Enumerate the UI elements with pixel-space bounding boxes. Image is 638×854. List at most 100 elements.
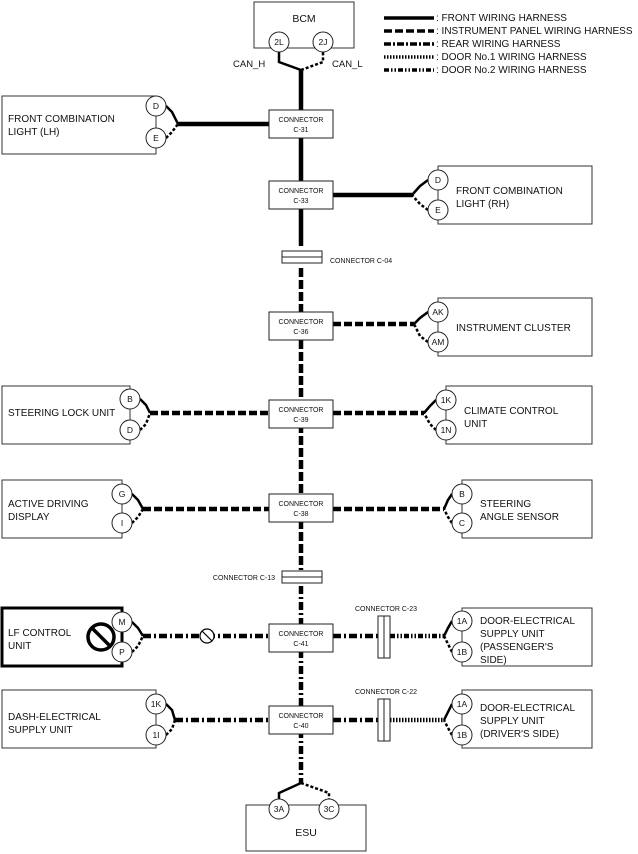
esu-title: ESU [295,827,317,839]
steer-angle-pin1-label: B [459,489,465,499]
steer-angle-pin2-label: C [459,518,465,528]
fcl-lh-pin2-label: E [153,133,159,143]
dash-supply-line2: SUPPLY UNIT [8,725,73,736]
inline-not-equipped-icon [199,628,215,644]
module-dash-supply: DASH-ELECTRICAL SUPPLY UNIT 1K 1I [1,689,177,749]
esu-pin-a-label: 3A [274,804,285,814]
fcl-rh-pin2-label: E [435,205,441,215]
fcl-lh-pin1 [145,95,167,117]
cluster-pin2-label: AM [432,337,445,347]
steer-lock-pin2-label: D [127,425,133,435]
active-display-pin1 [111,483,133,505]
dash-supply-line1: DASH-ELECTRICAL [8,712,101,723]
fcl-lh-line2: LIGHT (LH) [8,127,60,138]
lf-control-pin2-label: P [119,647,125,657]
fcl-rh-line2: LIGHT (RH) [456,199,509,210]
module-fcl-lh: FRONT COMBINATION LIGHT (LH) D E [1,95,180,155]
c36-line1: CONNECTOR [279,319,324,326]
door-pass-line1: DOOR-ELECTRICAL [480,616,575,627]
legend-door1-label: : DOOR No.1 WIRING HARNESS [436,52,587,63]
climate-line2: UNIT [464,419,487,430]
esu-pin-b-wire [300,781,331,801]
fcl-rh-line1: FRONT COMBINATION [456,186,563,197]
bcm-can-l-wire [300,52,325,72]
bcm-can-h-wire [277,52,302,72]
fcl-rh-pin1-label: D [435,175,441,185]
steer-angle-line2: ANGLE SENSOR [480,512,559,523]
c38-line1: CONNECTOR [279,501,324,508]
c23-label: CONNECTOR C-23 [355,606,417,613]
steer-angle-pin1 [451,483,473,505]
door-driver-line3: (DRIVER'S SIDE) [480,729,559,740]
climate-line1: CLIMATE CONTROL [464,406,559,417]
legend-instrument-label: : INSTRUMENT PANEL WIRING HARNESS [436,26,633,37]
door-pass-pin1-label: 1A [457,616,468,626]
module-lf-control: LF CONTROL UNIT M P [0,606,215,668]
c33-line2: C-33 [293,198,308,205]
legend-door2-label: : DOOR No.2 WIRING HARNESS [436,65,587,76]
c38-line2: C-38 [293,511,308,518]
esu-pin-b-label: 3C [324,804,335,814]
door-pass-line4: SIDE) [480,655,507,666]
module-door-pass: DOOR-ELECTRICAL SUPPLY UNIT (PASSENGER'S… [442,607,593,667]
bcm-title: BCM [292,13,315,25]
bcm-pin-can-l-label: 2J [319,37,328,47]
bcm-pin-can-h-label: 2L [274,37,284,47]
door-driver-line1: DOOR-ELECTRICAL [480,703,575,714]
bcm-pin-can-h [268,31,290,53]
module-fcl-rh: FRONT COMBINATION LIGHT (RH) D E [411,165,593,225]
connector-c36: CONNECTOR C-36 [268,311,334,341]
climate-pin1-label: 1K [441,395,452,405]
module-steer-angle: STEERING ANGLE SENSOR B C [442,479,593,539]
legend-front-label: : FRONT WIRING HARNESS [436,13,567,24]
active-display-line1: ACTIVE DRIVING [8,499,89,510]
esu-pin-b [318,798,340,820]
lf-control-line1: LF CONTROL [8,628,72,639]
door-driver-pin1 [451,693,473,715]
connector-c22: CONNECTOR C-22 [355,689,417,742]
c36-line2: C-36 [293,329,308,336]
fcl-lh-line1: FRONT COMBINATION [8,114,115,125]
cluster-pin1 [427,301,449,323]
c33-line1: CONNECTOR [279,188,324,195]
c31-line2: C-31 [293,127,308,134]
legend-rear-label: : REAR WIRING HARNESS [436,39,561,50]
c04-label: CONNECTOR C-04 [330,258,392,265]
dash-supply-pin2-label: 1I [152,730,159,740]
module-climate: CLIMATE CONTROL UNIT 1K 1N [422,385,593,445]
module-active-display: ACTIVE DRIVING DISPLAY G I [1,479,145,539]
steer-angle-pin2 [451,512,473,534]
dash-supply-pin1 [145,693,167,715]
c13-label: CONNECTOR C-13 [213,575,275,582]
esu-pin-a-wire [277,781,302,801]
door-pass-pin2-label: 1B [457,647,468,657]
connector-c40: CONNECTOR C-40 [268,705,334,735]
c41-line1: CONNECTOR [279,631,324,638]
can-h-label: CAN_H [233,59,265,70]
connector-c04: CONNECTOR C-04 [281,250,392,265]
dash-supply-pin2 [145,724,167,746]
steer-lock-pin1 [119,388,141,410]
door-driver-pin2 [451,724,473,746]
c41-line2: C-41 [293,641,308,648]
connector-c33: CONNECTOR C-33 [268,180,334,210]
module-steer-lock: STEERING LOCK UNIT B D [1,385,152,445]
can-l-label: CAN_L [332,59,363,70]
climate-pin1 [435,389,457,411]
door-pass-pin2 [451,641,473,663]
c40-line2: C-40 [293,723,308,730]
dash-supply-pin1-label: 1K [151,699,162,709]
esu-module: ESU 3A 3C [245,798,367,852]
lf-control-pin2 [111,641,133,663]
not-equipped-icon [86,622,116,652]
steer-angle-line1: STEERING [480,499,531,510]
connector-c41: CONNECTOR C-41 [268,623,334,653]
bcm-pin-can-l [312,31,334,53]
esu-pin-a [268,798,290,820]
lf-control-pin1-label: M [118,617,125,627]
c31-line1: CONNECTOR [279,117,324,124]
active-display-pin2-label: I [121,518,123,528]
connector-c38: CONNECTOR C-38 [268,493,334,523]
fcl-lh-pin1-label: D [153,101,159,111]
